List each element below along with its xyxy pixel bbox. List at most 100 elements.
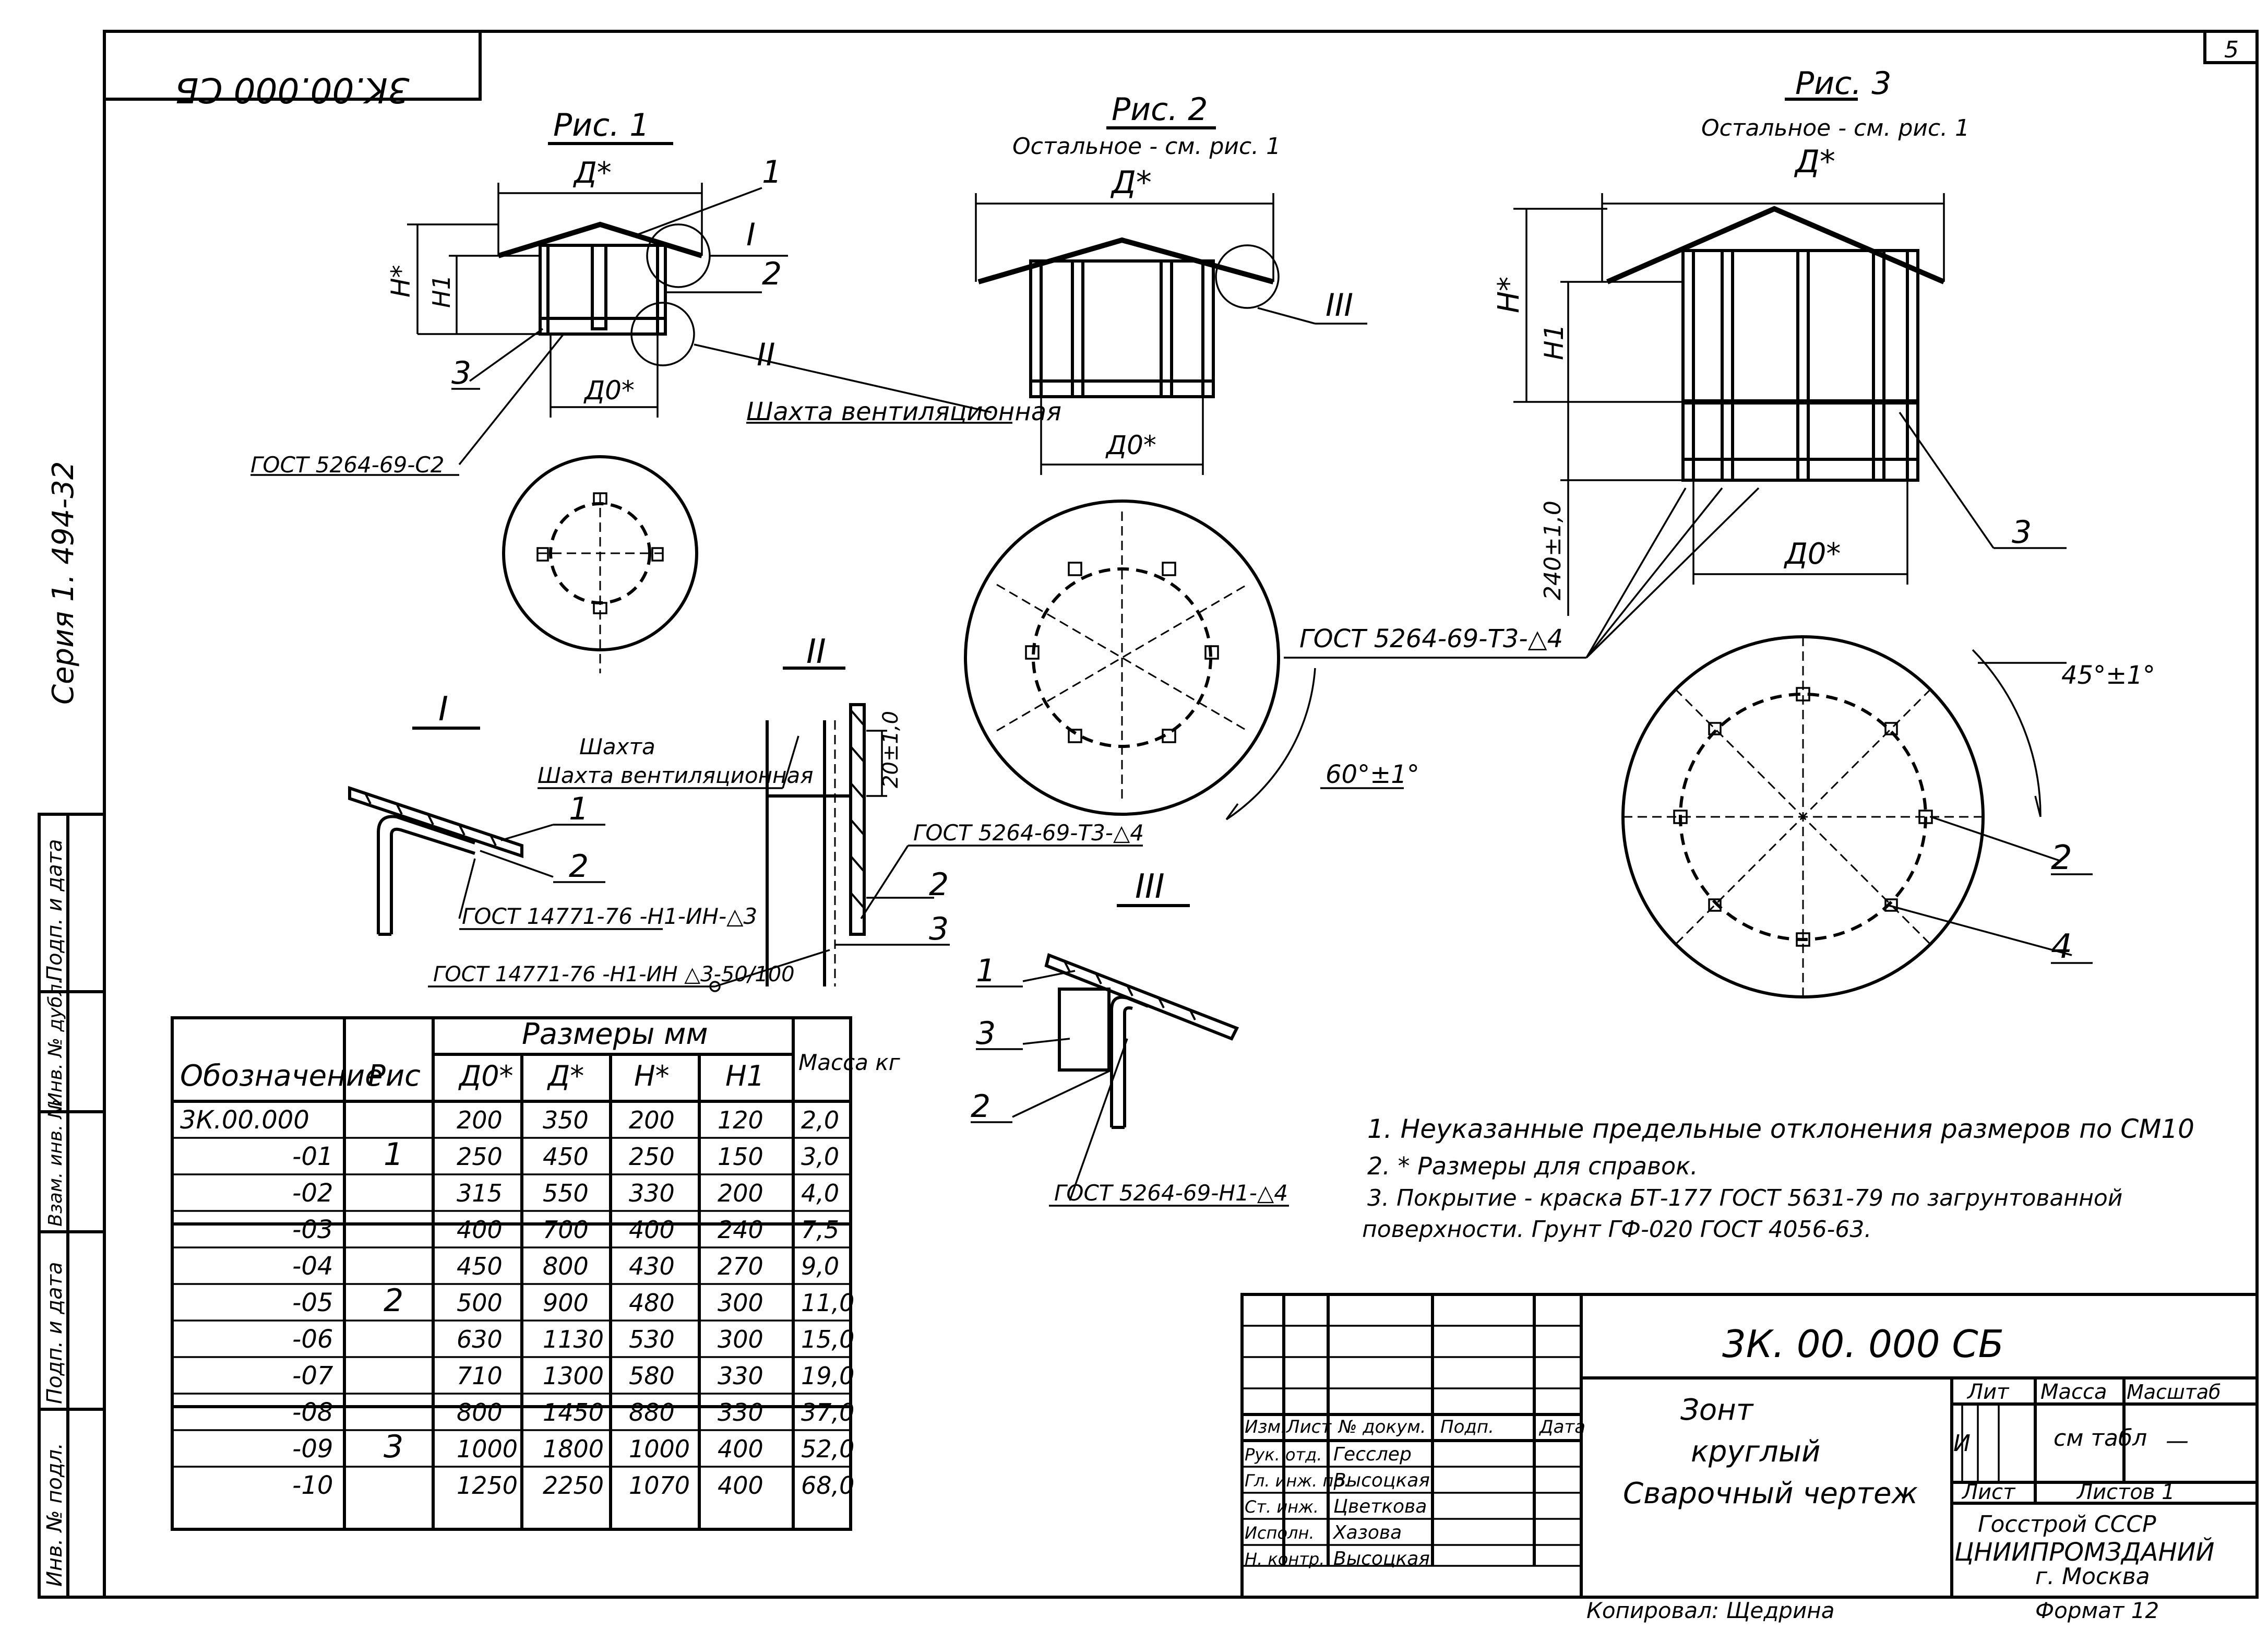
note-3-cont: поверхности. Грунт ГФ-020 ГОСТ 4056-63. — [1362, 1216, 1871, 1243]
cell-mass: 2,0 — [801, 1106, 839, 1134]
cell-h: 580 — [629, 1362, 675, 1390]
tb-mass-value: см табл — [2054, 1425, 2147, 1452]
cell-h1: 330 — [718, 1398, 763, 1426]
cell-h: 880 — [629, 1398, 675, 1426]
fig3-dim-H1: Н1 — [1539, 324, 1569, 360]
cell-h1: 150 — [718, 1143, 763, 1171]
cell-mass: 7,5 — [801, 1216, 839, 1244]
copied-by: Копировал: Щедрина — [1586, 1598, 1834, 1623]
cell-fig: 3 — [384, 1429, 403, 1465]
cell-designation: -05 — [292, 1288, 333, 1317]
cell-mass: 11,0 — [801, 1289, 854, 1317]
fig1-callout-I: I — [746, 217, 756, 253]
detail-II-callout-2: 2 — [929, 866, 949, 903]
tb-scale-value: — — [2166, 1428, 2189, 1454]
cell-fig: 2 — [384, 1282, 403, 1319]
cell-d0: 1000 — [457, 1435, 518, 1463]
cell-d: 2250 — [543, 1471, 604, 1500]
cell-h1: 300 — [718, 1325, 763, 1353]
tb-person: Хазова — [1332, 1522, 1402, 1543]
fig1-title: Рис. 1 — [553, 107, 649, 144]
cell-fig: 1 — [384, 1136, 403, 1173]
cell-d0: 400 — [457, 1216, 503, 1244]
cell-mass: 52,0 — [801, 1435, 854, 1463]
cell-h1: 270 — [718, 1252, 763, 1280]
cell-h: 250 — [629, 1143, 675, 1171]
cell-h1: 240 — [718, 1216, 763, 1244]
tb-col-izm: Изм. — [1245, 1417, 1286, 1437]
tb-lit-header: Лит — [1966, 1380, 2010, 1404]
detail-II: II 20±1,0 Шахта Шахта вентиляционная ГОС… — [428, 633, 1144, 992]
tb-role: Рук. отд. — [1245, 1445, 1322, 1465]
table-subheader-d: Д* — [547, 1060, 584, 1092]
cell-designation: 3К.00.000 — [180, 1105, 309, 1135]
fig1-shaft-label: Шахта вентиляционная — [746, 397, 1061, 426]
fig1-dim-H: Н* — [386, 265, 416, 298]
tb-person: Высоцкая — [1333, 1548, 1430, 1569]
tb-role: Н. контр. — [1245, 1549, 1324, 1569]
cell-h1: 200 — [718, 1179, 763, 1207]
strip-label-replace: Взам. инв. № — [45, 1099, 66, 1227]
cell-designation: -06 — [292, 1325, 333, 1354]
title-code: 3К. 00. 000 СБ — [1722, 1322, 2004, 1366]
table-subheader-h: Н* — [634, 1060, 670, 1092]
tb-col-sign: Подп. — [1440, 1417, 1494, 1437]
table-header-fig: Рис — [368, 1059, 421, 1093]
detail-III-callout-3: 3 — [976, 1015, 996, 1052]
cell-mass: 19,0 — [801, 1362, 854, 1390]
fig1-weld-label: ГОСТ 5264-69-С2 — [250, 452, 444, 478]
table-header-designation: Обозначение — [180, 1059, 383, 1093]
mirrored-code-box — [103, 30, 482, 101]
strip-label-orig: Инв. № подл. — [43, 1443, 67, 1587]
cell-d0: 315 — [457, 1179, 503, 1207]
strip-label-sign-date-1: Подп. и дата — [43, 839, 67, 981]
fig3-callout-3: 3 — [2012, 514, 2032, 551]
tb-role: Ст. инж. — [1245, 1497, 1319, 1517]
strip-label-sign-date-2: Подп. и дата — [43, 1262, 67, 1404]
cell-h: 530 — [629, 1325, 675, 1353]
cell-designation: -07 — [292, 1361, 333, 1390]
detail-II-weld-nh: ГОСТ 14771-76 -Н1-ИН △3-50/100 — [433, 962, 795, 986]
cell-h: 480 — [629, 1289, 675, 1317]
cell-h1: 120 — [718, 1106, 763, 1134]
cell-designation: -02 — [292, 1179, 333, 1208]
cell-d: 350 — [543, 1106, 589, 1134]
fig3-callout-4: 4 — [2051, 928, 2072, 966]
cell-d: 1450 — [543, 1398, 604, 1426]
cell-d: 550 — [543, 1179, 589, 1207]
fig3-title: Рис. 3 — [1795, 65, 1891, 102]
detail-II-dim: 20±1,0 — [879, 711, 903, 788]
fig1-callout-2: 2 — [762, 256, 782, 292]
note-2: 2. * Размеры для справок. — [1367, 1152, 1698, 1180]
tb-role: Гл. инж. пр. — [1245, 1471, 1350, 1491]
cell-mass: 9,0 — [801, 1252, 839, 1280]
series-label: Серия 1. 494-32 — [46, 461, 80, 705]
fig3-dim-D: Д* — [1794, 144, 1835, 180]
tb-col-list: Лист — [1285, 1417, 1332, 1437]
fig3-dim-D0: Д0* — [1783, 537, 1841, 571]
cell-d: 1300 — [543, 1362, 604, 1390]
detail-III-callout-2: 2 — [971, 1088, 990, 1125]
cell-h: 200 — [629, 1106, 675, 1134]
cell-mass: 3,0 — [801, 1143, 839, 1171]
cell-d: 1130 — [543, 1325, 604, 1353]
detail-III-callout-1: 1 — [976, 953, 996, 989]
cell-mass: 68,0 — [801, 1471, 854, 1500]
tb-org-1: Госстрой СССР — [1978, 1511, 2156, 1538]
cell-h1: 400 — [718, 1471, 763, 1500]
tb-col-date: Дата — [1538, 1417, 1585, 1437]
cell-d0: 250 — [457, 1143, 503, 1171]
title-name-2: круглый — [1691, 1435, 1820, 1469]
tb-sheet-label: Лист — [1961, 1480, 2016, 1504]
fig1-callout-3: 3 — [451, 355, 471, 391]
tb-person: Гесслер — [1333, 1444, 1412, 1465]
detail-II-weld-t3: ГОСТ 5264-69-Т3-△4 — [913, 820, 1144, 846]
detail-III: III 1 3 2 ГОСТ 5264-69-Н1-△4 — [971, 867, 1289, 1207]
cell-designation: -08 — [292, 1398, 333, 1427]
